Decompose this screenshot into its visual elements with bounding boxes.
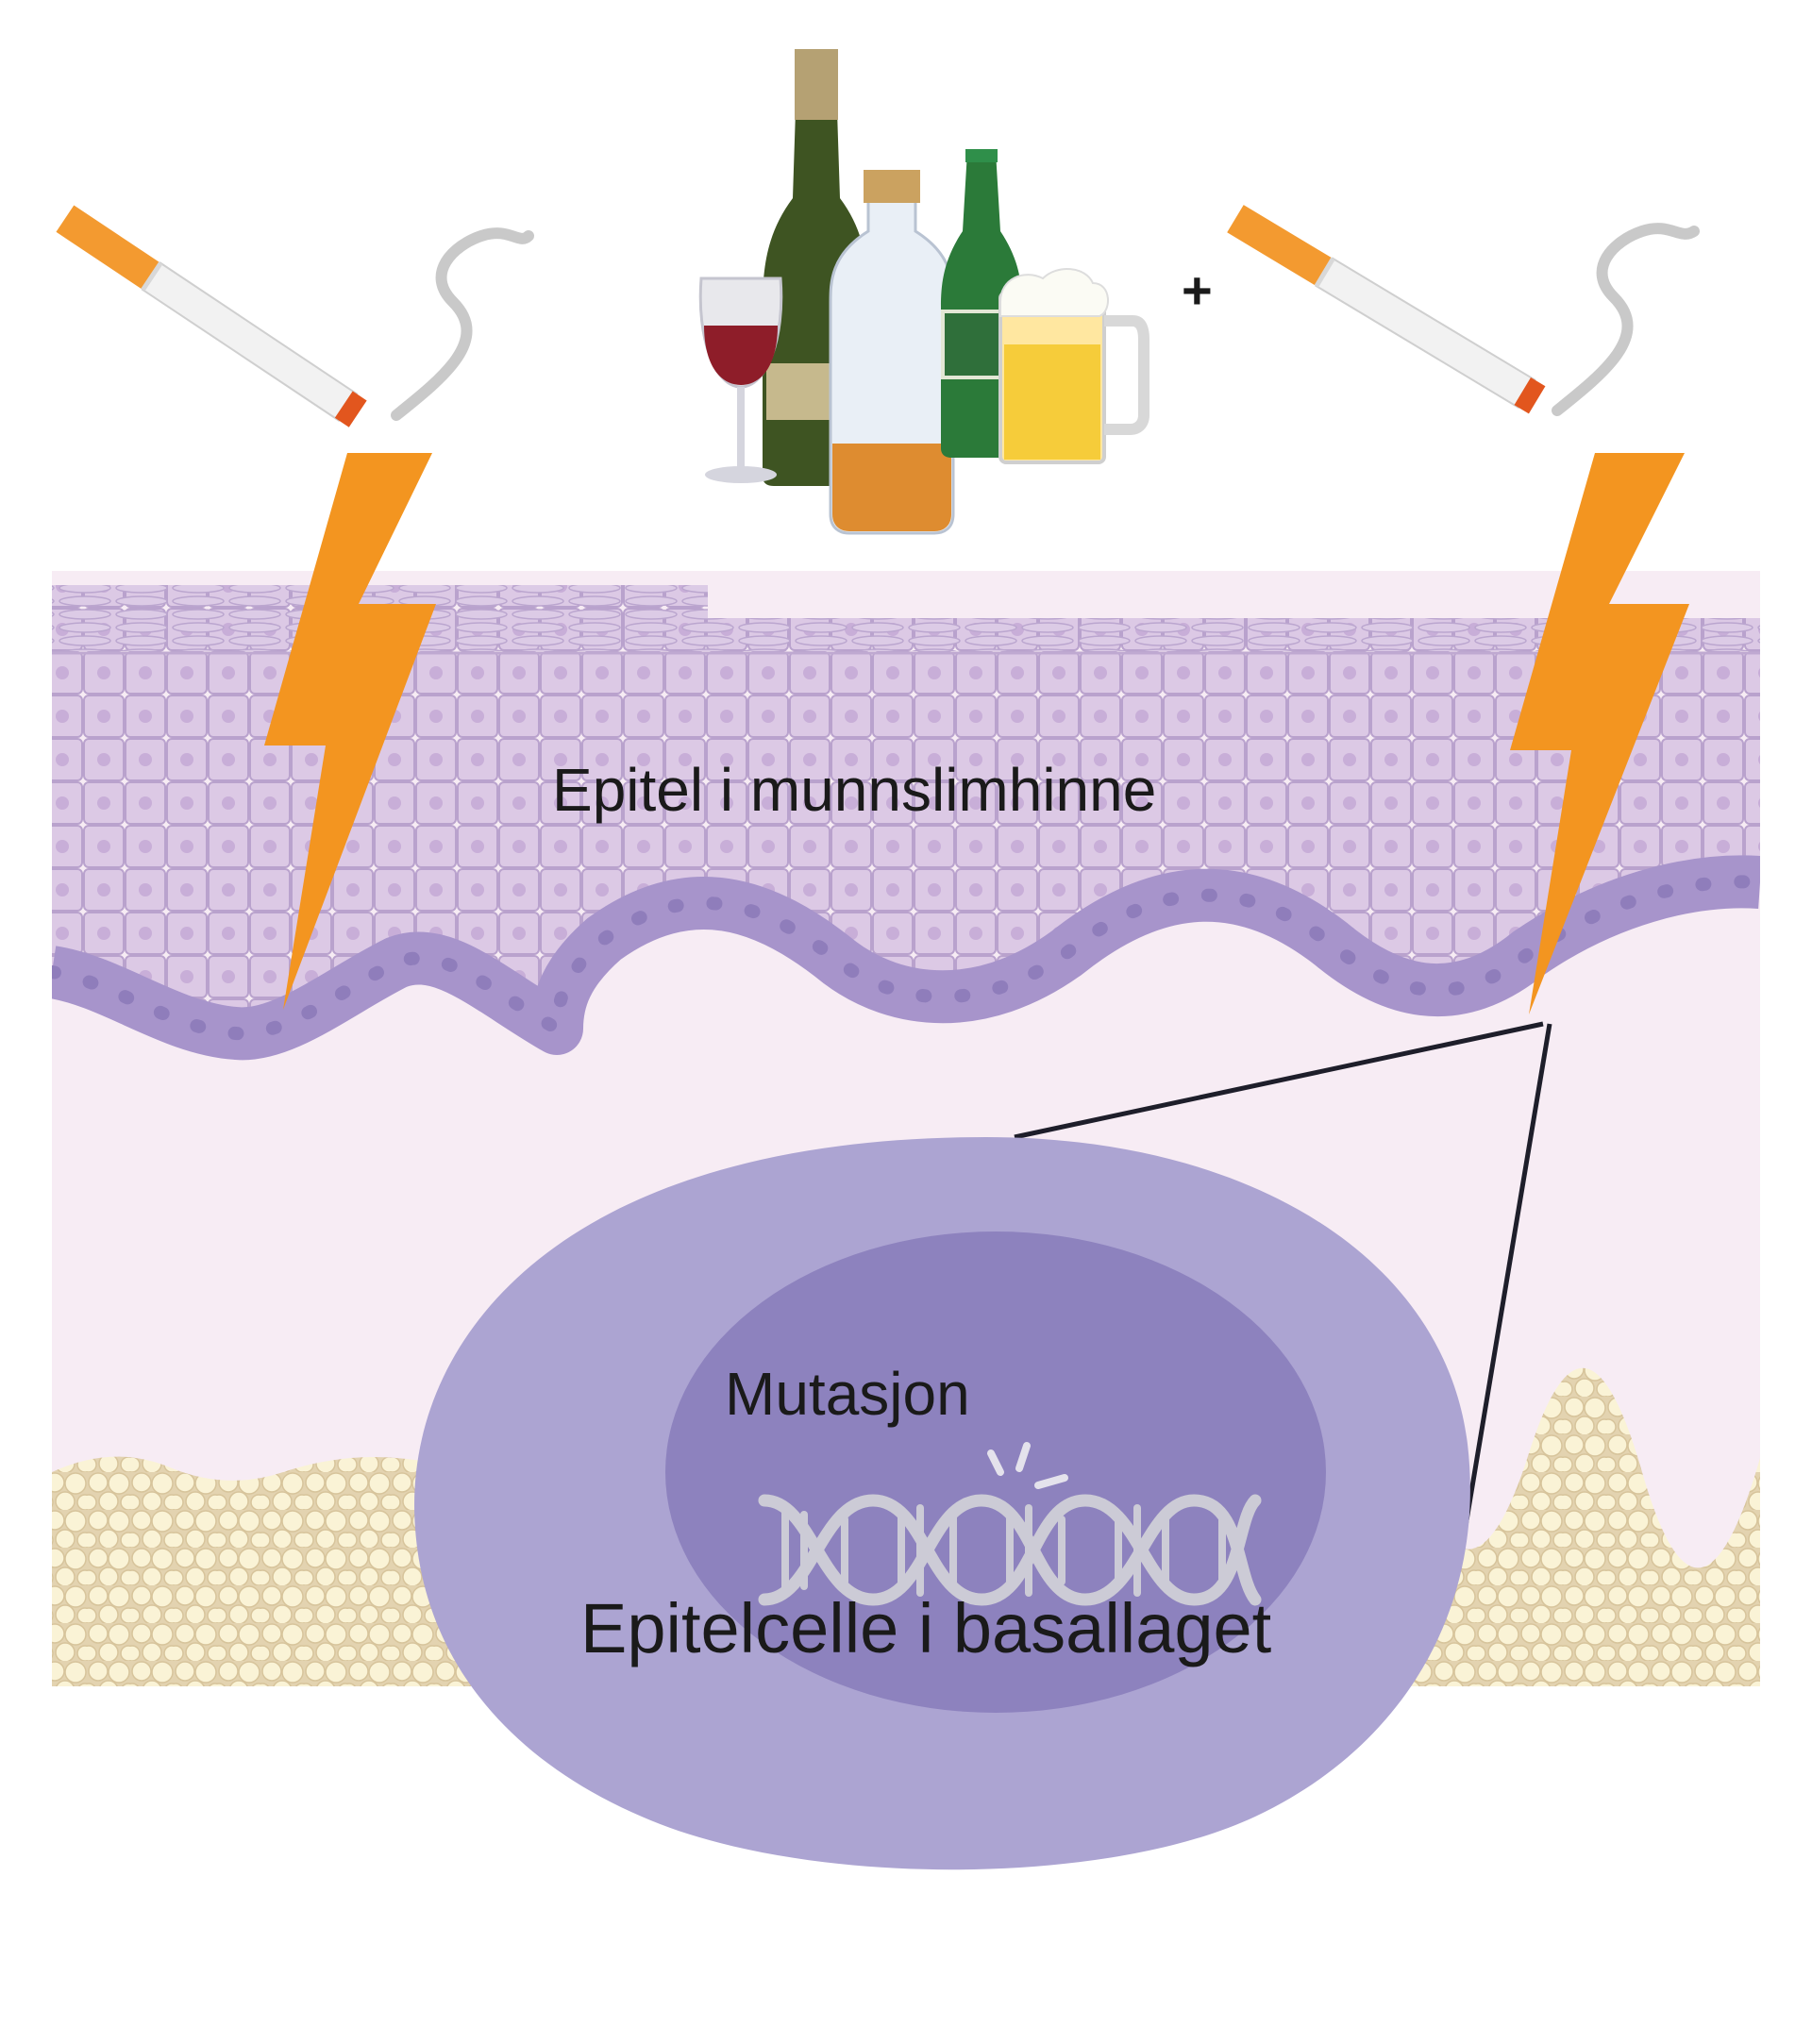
cigarette-icon (1227, 205, 1700, 416)
lightning-icon (1510, 453, 1689, 1014)
smoke-icon (1552, 223, 1700, 416)
lightning-icon (264, 453, 436, 1010)
dna-icon (758, 1442, 1262, 1606)
zoom-connector-lines (1014, 1021, 1552, 1572)
basal-cell-zoom (414, 1137, 1470, 1870)
cell-nucleus (665, 1231, 1326, 1713)
superficial-flat-cells (52, 585, 1760, 651)
mutation-label: Mutasjon (725, 1360, 970, 1428)
smoke-icon (391, 227, 534, 421)
plus-sign: + (1182, 260, 1213, 320)
basal-cell-label: Epitelcelle i basallaget (580, 1589, 1272, 1667)
alcohol-bottles-icon (698, 49, 1149, 535)
cigarette-icon (56, 205, 534, 427)
epithelium-label: Epitel i munnslimhinne (552, 756, 1157, 824)
